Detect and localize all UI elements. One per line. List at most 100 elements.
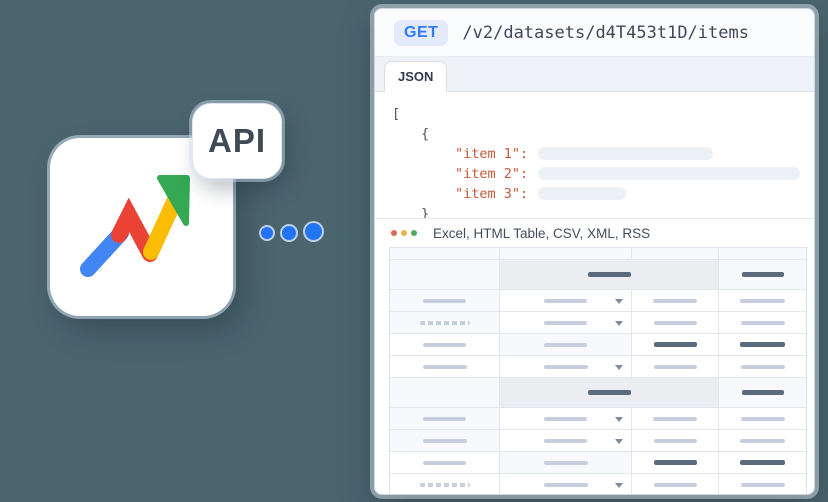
header-cell — [719, 260, 806, 289]
api-response-panel: GET /v2/datasets/d4T453t1D/items JSON [ {… — [374, 8, 815, 495]
table-cell — [632, 430, 719, 451]
tab-json[interactable]: JSON — [384, 61, 448, 92]
table-row — [390, 408, 806, 430]
placeholder-bar — [740, 298, 785, 303]
value-placeholder-pill — [538, 167, 801, 180]
table-cell — [719, 430, 806, 451]
chevron-down-icon — [615, 416, 623, 422]
placeholder-bar — [419, 320, 470, 325]
placeholder-bar — [543, 482, 588, 487]
merged-header-cell — [500, 378, 719, 407]
dropdown-cell[interactable] — [500, 408, 632, 429]
dropdown-cell[interactable] — [500, 430, 632, 451]
code-line: [ — [375, 104, 814, 124]
table-cell — [632, 452, 719, 473]
table-cell — [632, 248, 719, 259]
json-code-block: [ { "item 1": "item 2": "item 3":} — [375, 92, 814, 218]
placeholder-bar — [653, 364, 697, 369]
placeholder-bar — [422, 364, 467, 369]
yellow-dot-icon — [401, 230, 407, 236]
chevron-down-icon — [615, 320, 623, 326]
placeholder-bar — [653, 438, 697, 443]
data-table — [389, 247, 807, 494]
value-placeholder-pill — [538, 147, 714, 160]
table-cell — [719, 334, 806, 355]
request-header: GET /v2/datasets/d4T453t1D/items — [375, 9, 814, 57]
connector-dots — [261, 223, 325, 243]
table-cell — [390, 452, 500, 473]
connector-dot-large — [305, 223, 322, 240]
table-row — [390, 474, 806, 494]
green-dot-icon — [411, 230, 417, 236]
tab-strip: JSON — [375, 57, 814, 92]
code-line: "item 1": — [375, 144, 814, 164]
table-row — [390, 356, 806, 378]
json-key: "item 3": — [455, 186, 529, 202]
placeholder-bar — [741, 272, 784, 277]
http-method-badge: GET — [394, 19, 449, 46]
table-cell — [719, 474, 806, 494]
tab-json-label: JSON — [398, 69, 434, 84]
placeholder-bar — [653, 298, 697, 303]
table-cell — [719, 408, 806, 429]
table-cell — [719, 290, 806, 311]
dropdown-cell[interactable] — [500, 356, 632, 377]
code-line: { — [375, 124, 814, 144]
trends-yellow-segment — [143, 194, 182, 260]
code-line: "item 3": — [375, 184, 814, 204]
table-cell — [719, 248, 806, 259]
placeholder-bar — [544, 342, 587, 347]
placeholder-bar — [653, 342, 697, 347]
table-cell — [390, 312, 500, 333]
placeholder-bar — [741, 390, 784, 395]
chevron-down-icon — [615, 364, 623, 370]
connector-dot-medium — [282, 226, 296, 240]
trends-green-arrowhead — [157, 175, 190, 226]
google-trends-logo — [80, 175, 190, 277]
table-cell — [632, 408, 719, 429]
table-cell — [390, 248, 500, 259]
placeholder-bar — [653, 320, 697, 325]
table-cell — [390, 430, 500, 451]
table-cell — [719, 312, 806, 333]
code-line: } — [375, 204, 814, 218]
header-cell — [719, 378, 806, 407]
dropdown-cell[interactable] — [500, 290, 632, 311]
table-cell — [719, 452, 806, 473]
json-key: "item 2": — [455, 166, 529, 182]
placeholder-bar — [543, 460, 588, 465]
red-dot-icon — [391, 230, 397, 236]
table-cell — [390, 378, 500, 407]
connector-dot-small — [261, 227, 273, 239]
placeholder-bar — [544, 416, 587, 421]
chevron-down-icon — [615, 298, 623, 304]
json-punctuation: [ — [392, 106, 401, 122]
chevron-down-icon — [615, 482, 623, 488]
placeholder-bar — [587, 390, 631, 395]
placeholder-bar — [653, 460, 697, 465]
dropdown-cell[interactable] — [500, 474, 632, 494]
placeholder-bar — [544, 438, 587, 443]
placeholder-bar — [653, 482, 697, 487]
placeholder-bar — [740, 416, 785, 421]
table-header-row — [390, 378, 806, 408]
placeholder-bar — [740, 364, 785, 369]
api-badge-label: API — [207, 122, 266, 159]
json-key: "item 1": — [455, 146, 529, 162]
placeholder-bar — [423, 416, 466, 421]
placeholder-bar — [587, 272, 631, 277]
table-cell — [632, 334, 719, 355]
table-cell — [632, 474, 719, 494]
placeholder-bar — [423, 342, 466, 347]
table-row — [390, 312, 806, 334]
json-punctuation: { — [421, 126, 430, 142]
table-cell — [632, 312, 719, 333]
placeholder-bar — [544, 298, 587, 303]
export-formats-label: Excel, HTML Table, CSV, XML, RSS — [433, 225, 651, 241]
export-formats-row: Excel, HTML Table, CSV, XML, RSS — [375, 218, 814, 247]
placeholder-bar — [543, 364, 588, 369]
dropdown-cell[interactable] — [500, 312, 632, 333]
json-punctuation: } — [421, 206, 430, 218]
placeholder-bar — [544, 320, 587, 325]
placeholder-bar — [422, 438, 467, 443]
